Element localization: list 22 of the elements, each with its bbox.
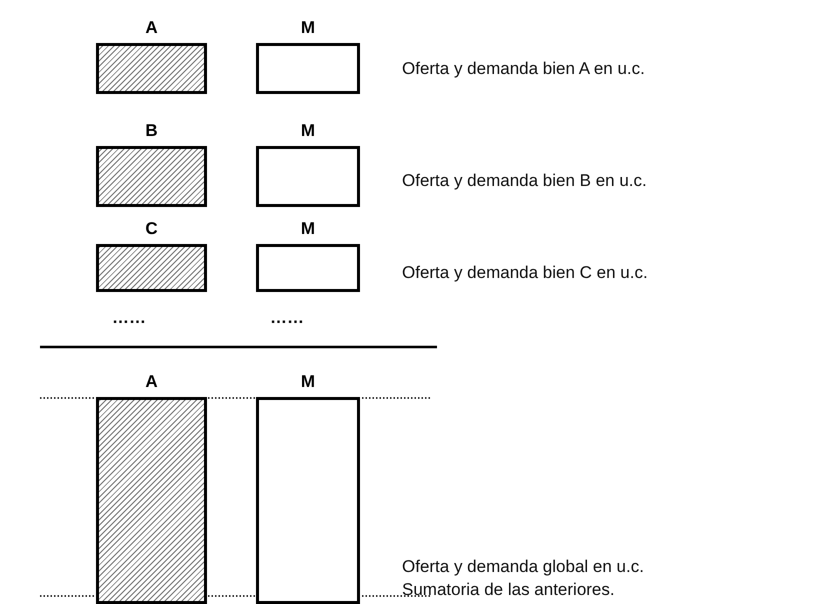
column-heading: M: [300, 371, 316, 393]
column-heading: A: [144, 371, 159, 393]
description-text: Oferta y demanda bien C en u.c.: [402, 262, 648, 284]
empty-bar: [256, 244, 360, 292]
column-heading: M: [300, 17, 316, 39]
column-heading: A: [144, 17, 159, 39]
column-heading: B: [144, 120, 159, 142]
column-heading: M: [300, 120, 316, 142]
ellipsis: ……: [112, 307, 146, 329]
ellipsis: ……: [270, 307, 304, 329]
description-text: Oferta y demanda global en u.c. Sumatoria de las anteriores.: [402, 556, 645, 601]
hatched-bar: [96, 43, 207, 94]
hatched-bar: [96, 397, 207, 604]
empty-bar: [256, 146, 360, 207]
column-heading: M: [300, 218, 316, 240]
hatched-bar: [96, 244, 207, 292]
empty-bar: [256, 397, 360, 604]
description-text: Oferta y demanda bien B en u.c.: [402, 170, 647, 192]
column-heading: C: [144, 218, 159, 240]
hatched-bar: [96, 146, 207, 207]
description-text: Oferta y demanda bien A en u.c.: [402, 58, 645, 80]
empty-bar: [256, 43, 360, 94]
